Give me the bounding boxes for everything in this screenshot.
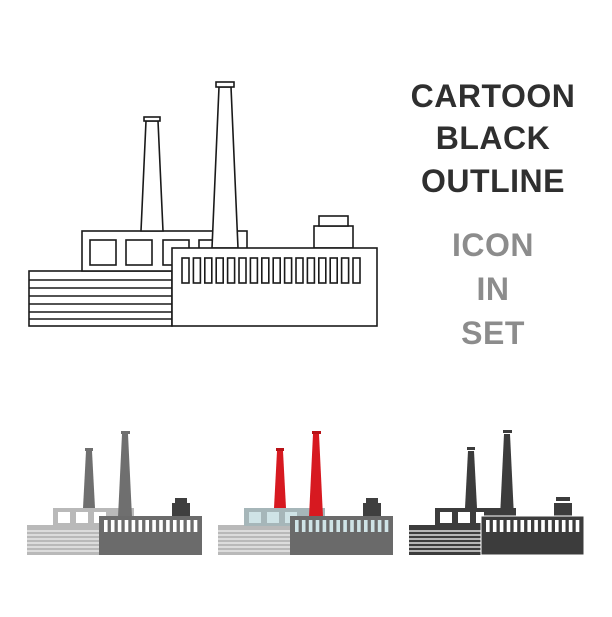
caption-in: IN xyxy=(476,271,510,307)
factory-black-icon xyxy=(409,430,585,556)
small-chimney xyxy=(140,120,164,232)
factory-cartoon-color-icon xyxy=(218,431,393,555)
factory-cartoon-gray-icon xyxy=(27,431,202,555)
window-row xyxy=(181,257,361,284)
caption-cartoon: CARTOON xyxy=(410,78,576,114)
tall-chimney xyxy=(211,86,239,249)
caption-black: BLACK xyxy=(435,120,551,156)
factory-outline-icon xyxy=(28,81,378,327)
caption-set: SET xyxy=(461,315,525,351)
caption-outline: OUTLINE xyxy=(421,163,565,199)
caption-icon: ICON xyxy=(452,227,534,263)
rooftop-block xyxy=(313,225,354,249)
